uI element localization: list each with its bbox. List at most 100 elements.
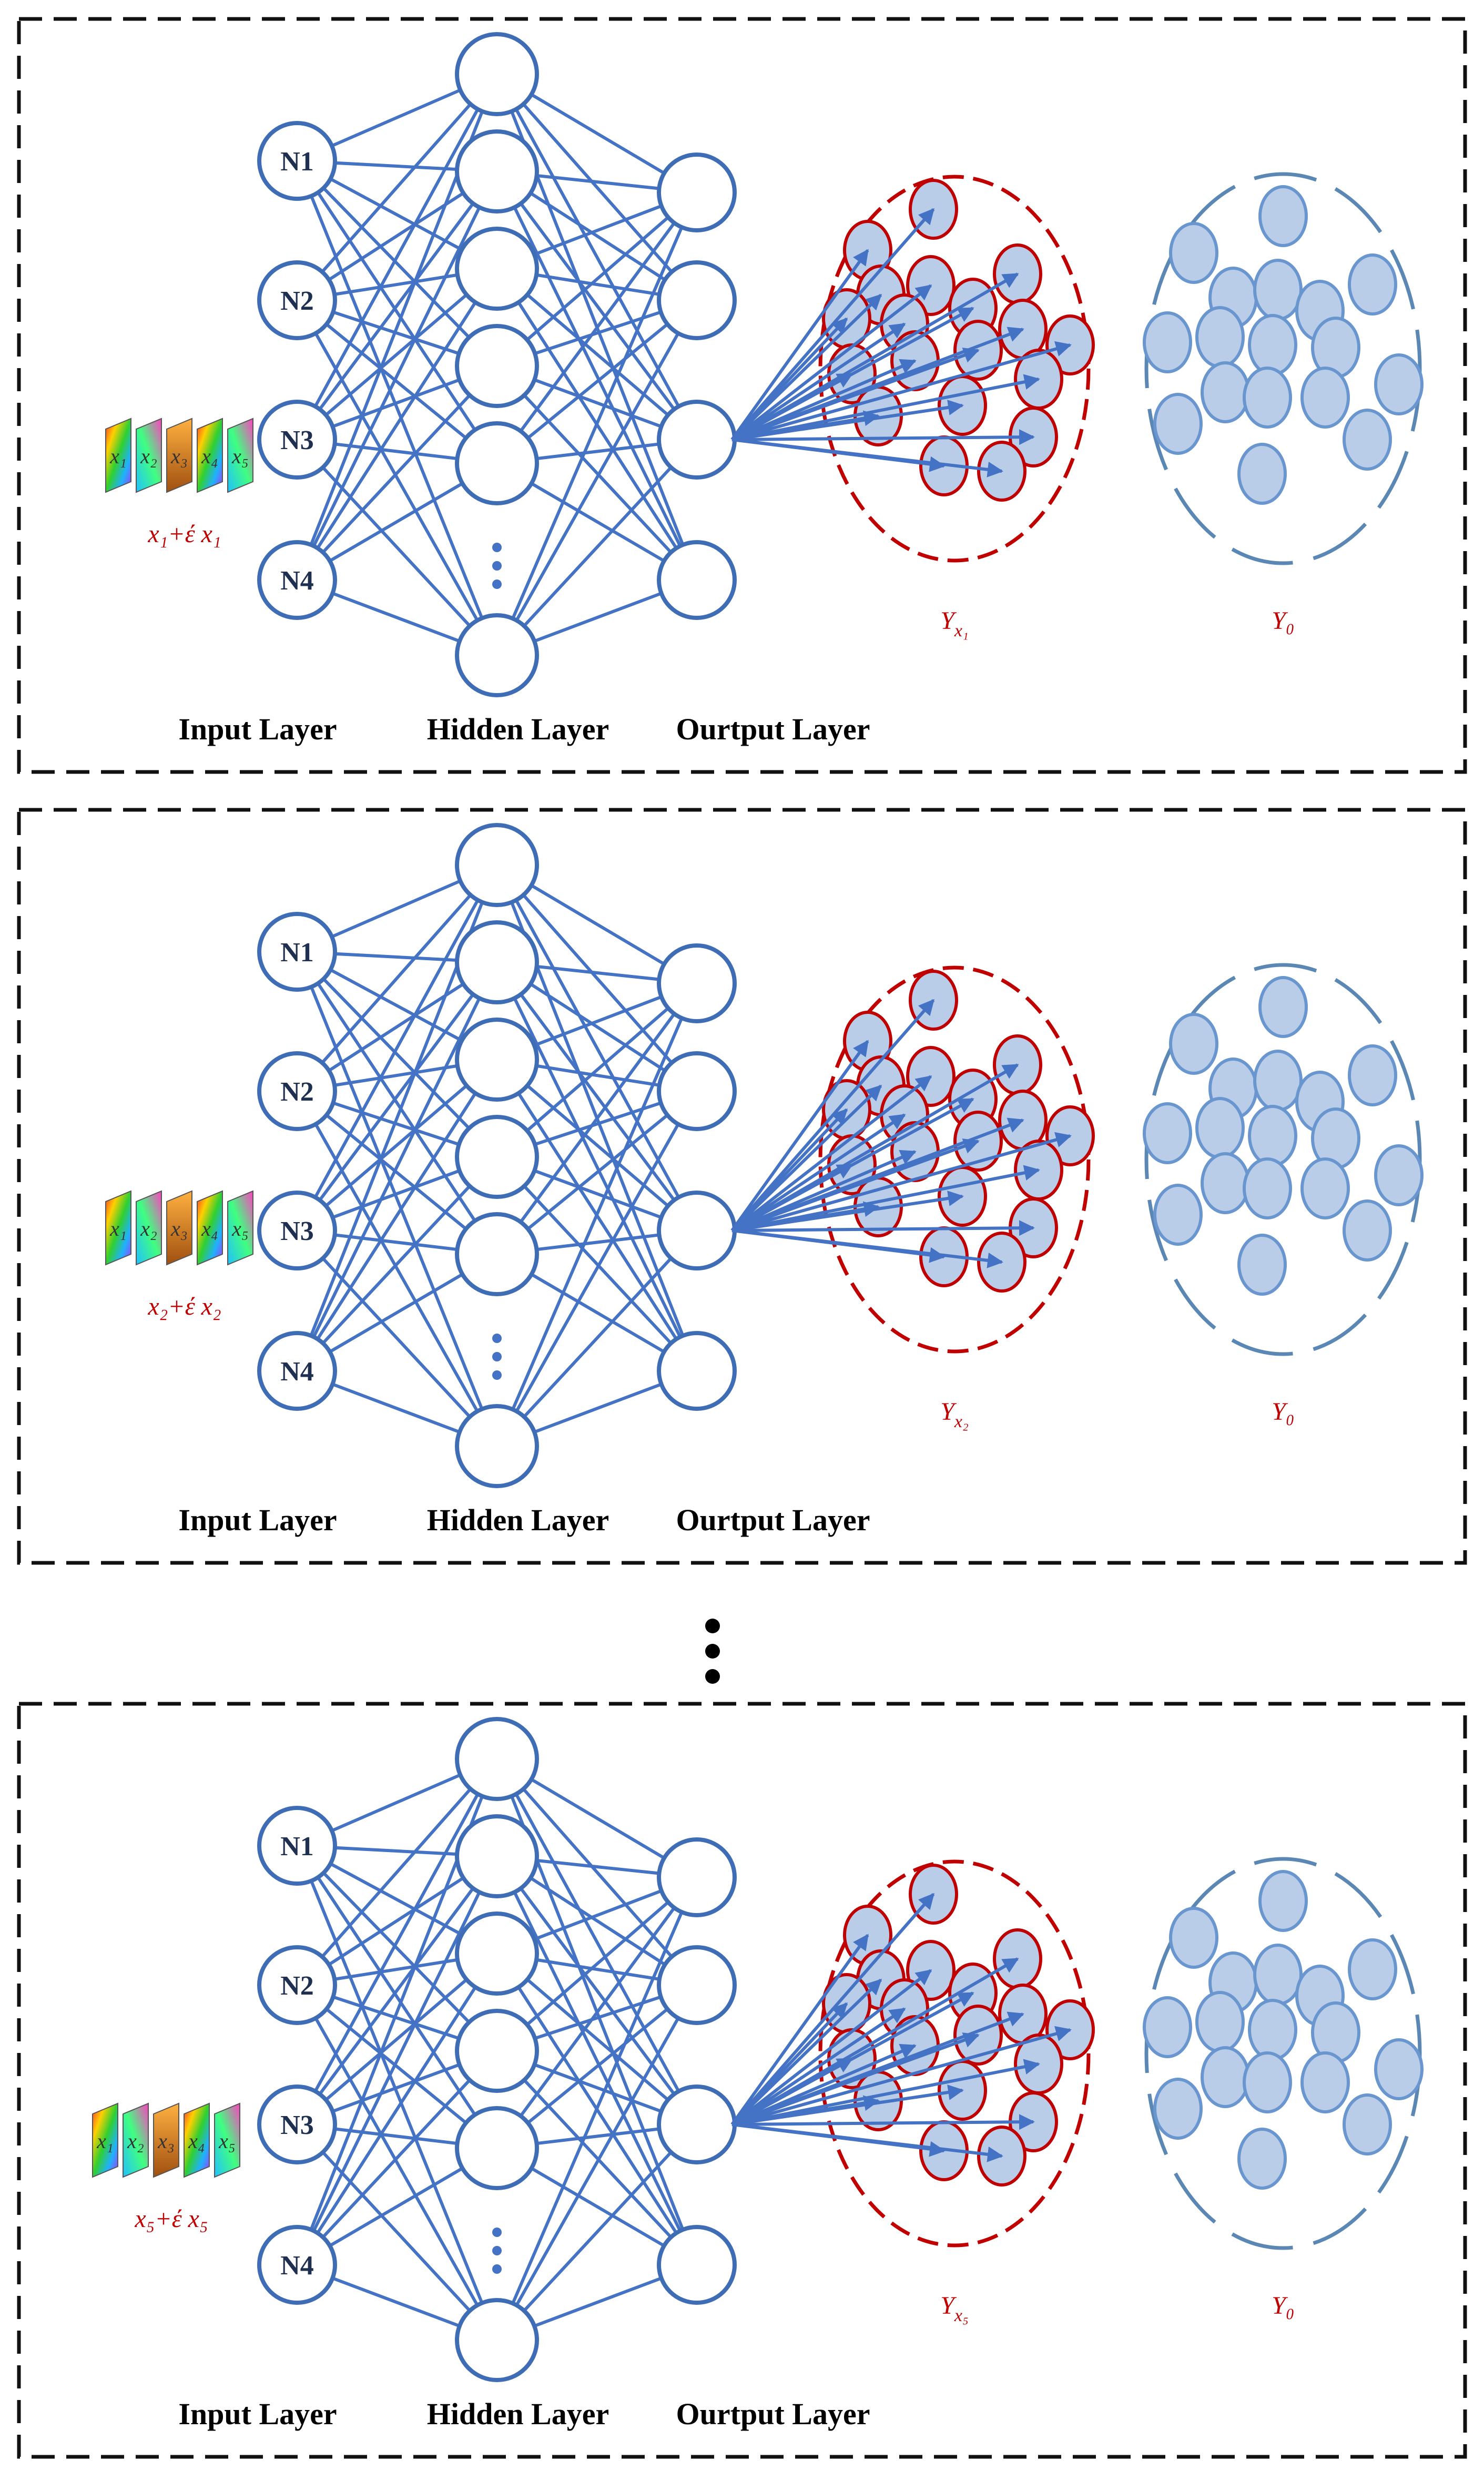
edge-input-hidden: [296, 73, 499, 441]
edge-input-hidden: [296, 1229, 499, 1448]
mapping-arrow: [731, 374, 1040, 441]
input-node-label: N1: [280, 1832, 314, 1862]
image-card: [136, 418, 162, 493]
output-node: [657, 152, 737, 232]
reference-sample: [1201, 2046, 1250, 2108]
reference-sample: [1300, 367, 1350, 429]
input-node: [257, 2084, 337, 2164]
edge-hidden-output: [495, 1758, 698, 1986]
mapping-arrow: [731, 2114, 1035, 2130]
output-node: [657, 540, 737, 620]
edge-input-hidden: [296, 864, 499, 1092]
output-node: [657, 260, 737, 340]
output-node: [657, 1191, 737, 1270]
image-card-label: x₅: [231, 444, 249, 468]
perturbation-label: x₁+έ x₁: [147, 520, 221, 548]
mapping-arrow: [730, 1040, 869, 1232]
reference-sample: [1237, 2128, 1287, 2190]
edge-input-hidden: [296, 864, 499, 1232]
output-set-label: Yx₅: [940, 2292, 969, 2325]
hidden-ellipsis-dot: [492, 579, 502, 589]
hidden-ellipsis-dot: [492, 1352, 502, 1361]
hidden-node: [455, 823, 539, 907]
hidden-node: [455, 613, 539, 697]
mapping-arrow: [731, 284, 932, 441]
hidden-node: [455, 1911, 539, 1996]
ellipsis-dot: [705, 1669, 720, 1684]
input-node: [257, 1051, 337, 1131]
reference-sample: [1258, 1870, 1308, 1932]
output-cluster-boundary: [818, 1859, 1091, 2248]
mapping-arrow: [731, 2084, 964, 2126]
input-node-label: N1: [280, 147, 314, 177]
mapping-arrow: [730, 1934, 869, 2126]
edge-hidden-output: [495, 1758, 698, 2126]
edge-input-hidden: [296, 961, 499, 1372]
edge-input-hidden: [296, 1845, 499, 2149]
hidden-ellipsis-dot: [492, 561, 502, 571]
edge-hidden-output: [496, 1876, 698, 2052]
hidden-node: [455, 2298, 539, 2382]
edge-hidden-output: [495, 1155, 698, 1372]
reference-sample: [1348, 253, 1397, 316]
mapping-arrow: [731, 1165, 1040, 1232]
edge-input-hidden: [296, 1845, 499, 2341]
edge-input-hidden: [296, 2123, 499, 2342]
hidden-node: [455, 1115, 539, 1199]
edge-input-hidden: [296, 73, 499, 301]
image-card-label: x₂: [140, 444, 157, 468]
hidden-ellipsis-dot: [492, 543, 502, 552]
image-card: [153, 2102, 179, 2178]
edge-input-hidden: [296, 1952, 498, 2126]
output-node: [657, 400, 737, 480]
reference-sample: [1374, 2038, 1424, 2100]
hidden-node: [455, 1404, 539, 1488]
hidden-node: [455, 1212, 539, 1296]
layer-label: Input Layer: [178, 2397, 337, 2431]
edge-input-hidden: [296, 159, 499, 368]
reference-sample: [1343, 2093, 1392, 2155]
mapping-arrow: [731, 1191, 964, 1232]
edge-input-hidden: [296, 1058, 498, 1232]
edge-input-hidden: [296, 2049, 499, 2266]
hidden-ellipsis-dot: [492, 1370, 502, 1380]
layer-label: Hidden Layer: [427, 2397, 609, 2431]
edge-hidden-output: [496, 1090, 698, 1256]
mapping-arrow: [731, 2123, 1003, 2162]
reference-sample: [1248, 1999, 1297, 2061]
edge-input-hidden: [296, 950, 499, 1158]
mapping-arrow: [731, 2059, 1040, 2126]
edge-input-hidden: [296, 1059, 499, 1372]
input-node-label: N2: [280, 1971, 314, 2001]
image-card: [105, 1190, 131, 1266]
input-node-label: N3: [280, 2110, 314, 2140]
image-card: [105, 418, 131, 493]
edge-hidden-output: [495, 864, 698, 1232]
edge-input-hidden: [296, 438, 499, 657]
edge-input-hidden: [296, 961, 499, 1232]
input-node: [257, 400, 337, 480]
edge-input-hidden: [296, 1855, 499, 2126]
hidden-node: [455, 227, 539, 311]
image-card: [123, 2102, 149, 2178]
reference-sample: [1343, 409, 1392, 471]
output-node: [657, 2225, 737, 2305]
edge-hidden-output: [495, 1984, 698, 2341]
input-node-label: N2: [280, 1077, 314, 1107]
edge-input-hidden: [296, 1953, 499, 2266]
hidden-node: [455, 2009, 539, 2093]
output-set-label: Yx₁: [940, 607, 969, 640]
edge-input-hidden: [296, 268, 499, 581]
reference-sample: [1374, 353, 1424, 415]
mapping-arrow: [731, 359, 917, 441]
mapping-arrow: [731, 372, 853, 441]
panel-frame: [17, 1702, 1467, 2459]
edge-hidden-output: [496, 1952, 698, 2126]
edge-hidden-output: [495, 364, 698, 582]
input-node: [257, 1331, 337, 1411]
image-card: [197, 1190, 223, 1266]
image-card-label: x₁: [109, 444, 127, 468]
